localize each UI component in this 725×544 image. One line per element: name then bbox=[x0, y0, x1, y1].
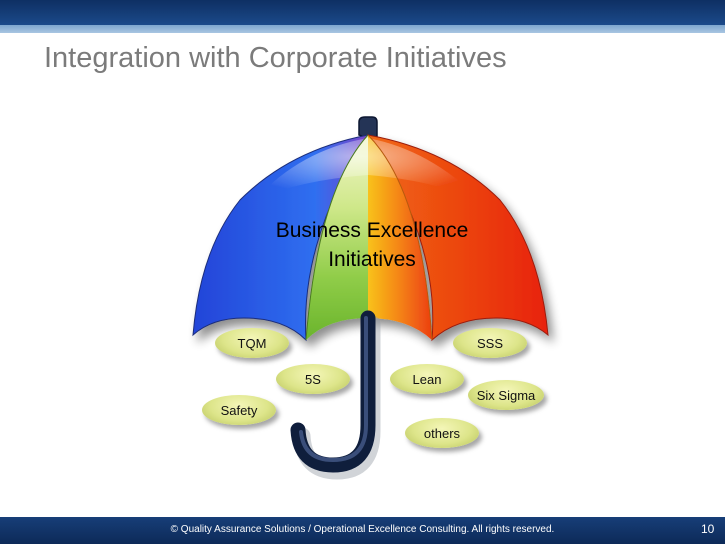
footer-copyright: © Quality Assurance Solutions / Operatio… bbox=[170, 524, 555, 535]
umbrella-canopy bbox=[192, 134, 549, 342]
footer-bar bbox=[0, 517, 725, 544]
initiative-safety: Safety bbox=[202, 395, 276, 425]
canopy-label-line2: Initiatives bbox=[328, 248, 416, 271]
canopy-label-line1: Business Excellence bbox=[275, 219, 469, 242]
header-stripe bbox=[0, 25, 725, 33]
initiative-5s: 5S bbox=[276, 364, 350, 394]
umbrella-handle bbox=[290, 310, 381, 480]
header-bar bbox=[0, 0, 725, 25]
initiative-six-sigma: Six Sigma bbox=[468, 380, 544, 410]
slide-title: Integration with Corporate Initiatives bbox=[44, 42, 507, 74]
initiative-lean: Lean bbox=[390, 364, 464, 394]
page-number: 10 bbox=[701, 522, 715, 536]
canopy-label: Business Excellence Initiatives bbox=[262, 216, 482, 274]
initiative-others: others bbox=[405, 418, 479, 448]
initiative-sss: SSS bbox=[453, 328, 527, 358]
initiative-tqm: TQM bbox=[215, 328, 289, 358]
